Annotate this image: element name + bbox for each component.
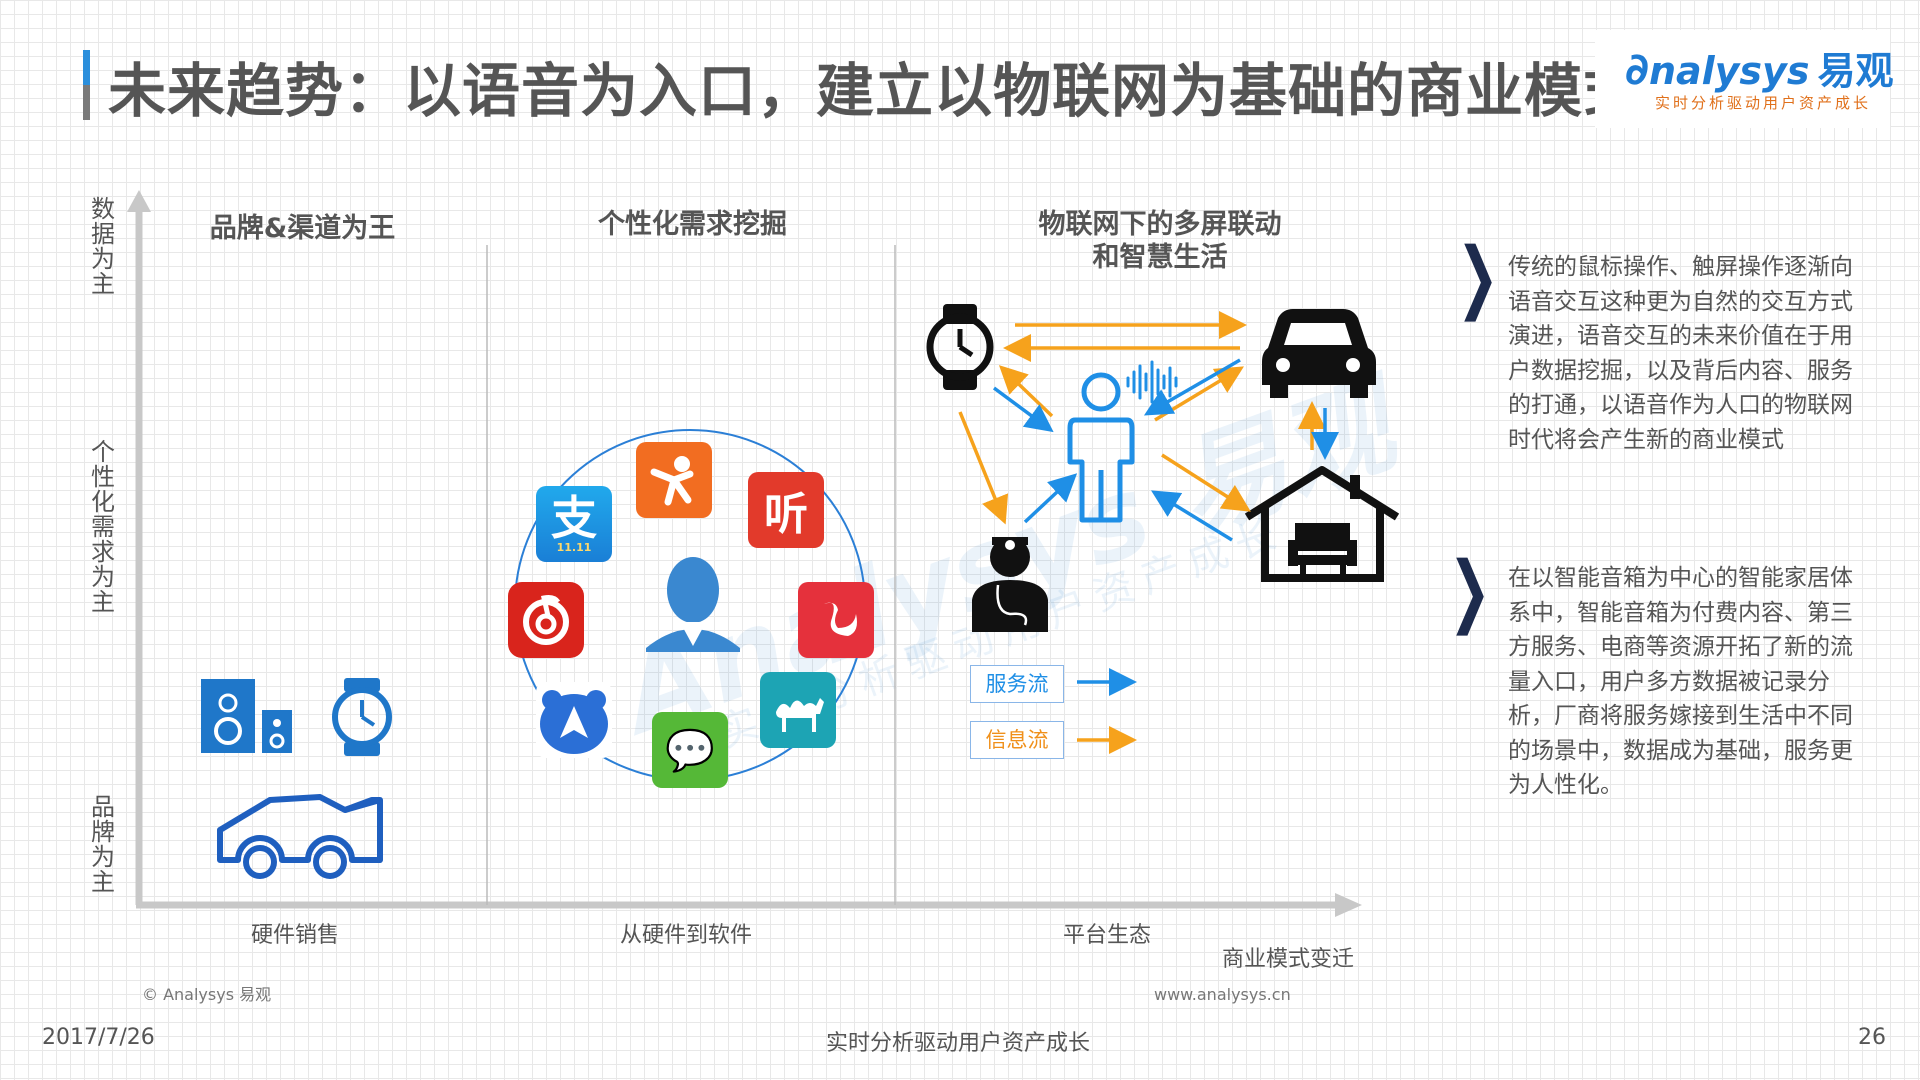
car-outline-icon (217, 794, 383, 879)
section-title-personalized: 个性化需求挖掘 (598, 209, 787, 240)
page-number: 26 (1858, 1025, 1886, 1050)
swan-icon (824, 602, 857, 636)
netease-note-icon (523, 595, 569, 645)
footer-slogan: 实时分析驱动用户资产成长 (826, 1031, 1091, 1056)
legend-info-flow: 信息流 (970, 721, 1064, 759)
x-label-hardware-to-software: 从硬件到软件 (620, 923, 753, 948)
y-label-personalized: 个性化需求为主 (91, 438, 115, 616)
side-point-2: 在以智能音箱为中心的智能家居体系中，智能音箱为付费内容、第三方服务、电商等资源开… (1508, 565, 1853, 798)
y-label-brand: 品牌为主 (91, 793, 115, 896)
user-avatar-icon (646, 557, 740, 652)
dianping-figure-icon (650, 456, 694, 506)
speaker-icon (201, 679, 292, 753)
bear-nav-icon (540, 690, 608, 754)
page-title: 未来趋势：以语音为入口，建立以物联网为基础的商业模式 (108, 57, 1643, 125)
wechat-app-icon: 💬 (652, 712, 728, 788)
ting-app-icon: 听 (748, 472, 824, 548)
chevron-right-icon: ❯ (1456, 232, 1499, 322)
baidu-map-app-icon (536, 682, 612, 758)
side-point-1: 传统的鼠标操作、触屏操作逐渐向语音交互这种更为自然的交互方式演进，语音交互的未来… (1508, 254, 1853, 453)
x-label-hardware-sales: 硬件销售 (251, 923, 340, 948)
swan-app-icon (798, 582, 874, 658)
dianping-app-icon (636, 442, 712, 518)
service-flow-arrows (992, 358, 1339, 542)
info-flow-arrows (958, 311, 1326, 525)
y-axis (127, 190, 151, 905)
legend-service-flow: 服务流 (970, 665, 1064, 703)
section-title-iot: 物联网下的多屏联动 和智慧生活 (1038, 209, 1282, 273)
section-title-brand: 品牌&渠道为王 (209, 213, 396, 244)
watch-black-icon (926, 304, 994, 390)
logo-slogan: 实时分析驱动用户资产成长 (1655, 94, 1872, 112)
voice-user-icon (1067, 372, 1135, 523)
camel-icon (776, 698, 824, 732)
smartwatch-icon (332, 678, 392, 756)
camel-app-icon (760, 672, 836, 748)
netease-music-app-icon (508, 582, 584, 658)
y-label-data: 数据为主 (91, 195, 115, 298)
alipay-app-icon: 支 11.11 (536, 486, 612, 562)
copyright: © Analysys 易观 (142, 985, 272, 1004)
footer-date: 2017/7/26 (42, 1025, 155, 1050)
smart-home-icon (1244, 466, 1400, 582)
x-axis-title: 商业模式变迁 (1222, 947, 1355, 972)
doctor-icon (972, 537, 1048, 632)
car-black-icon (1262, 309, 1376, 398)
x-axis (136, 893, 1362, 917)
sound-wave-icon (1126, 360, 1178, 404)
x-label-platform-ecosystem: 平台生态 (1063, 923, 1152, 948)
website-url: www.analysys.cn (1154, 985, 1291, 1004)
chevron-right-icon: ❯ (1448, 546, 1491, 636)
title-accent-bar (83, 50, 90, 120)
